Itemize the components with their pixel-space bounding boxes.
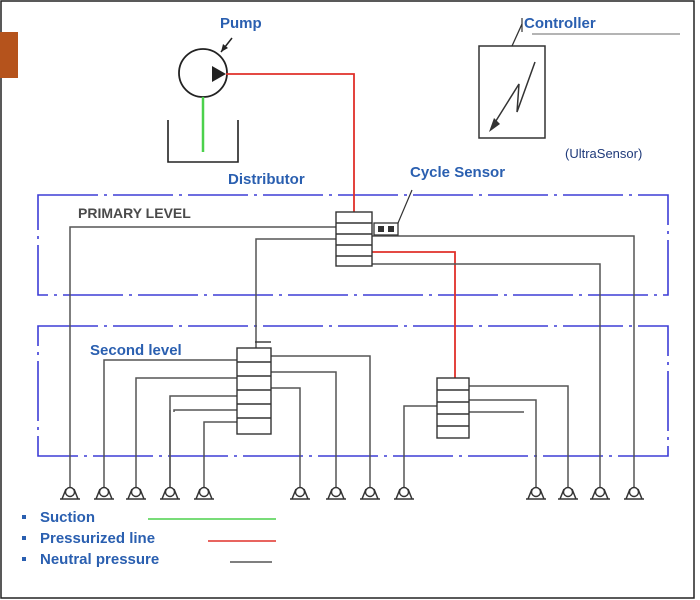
lubrication-point-icon: [558, 486, 578, 500]
legend-label-neutral: Neutral pressure: [40, 551, 159, 568]
neutral-lines: [69, 226, 635, 488]
cycle-sensor-icon: [373, 189, 413, 236]
primary-level-boundary: [37, 194, 669, 296]
pump-label: Pump: [220, 15, 262, 32]
distributor-label: Distributor: [228, 171, 305, 188]
legend-label-suction: Suction: [40, 509, 95, 526]
lubrication-point-icon: [126, 486, 146, 500]
third-distributor: [436, 377, 470, 439]
lubrication-point-icon: [526, 486, 546, 500]
lubrication-point-icon: [590, 486, 610, 500]
legend-label-pressurized: Pressurized line: [40, 530, 155, 547]
lubrication-point-icon: [60, 486, 80, 500]
accent-tab: [0, 32, 18, 78]
legend-bullet-neutral: [22, 557, 26, 561]
primary-level-label: PRIMARY LEVEL: [78, 205, 191, 221]
lubrication-points: [60, 486, 644, 500]
second-level-label: Second level: [90, 342, 182, 359]
pressurized-line-secondary: [372, 251, 456, 378]
lubrication-point-icon: [94, 486, 114, 500]
legend: Suction Pressurized line Neutral pressur…: [22, 509, 276, 568]
legend-bullet-pressurized: [22, 536, 26, 540]
lubrication-point-icon: [290, 486, 310, 500]
controller-icon: [478, 18, 680, 139]
pump-icon: [178, 37, 233, 98]
pressurized-line-main: [226, 73, 355, 215]
second-level-boundary: [37, 325, 669, 457]
second-level-distributor: [236, 341, 272, 435]
lubrication-point-icon: [624, 486, 644, 500]
ultrasensor-label: (UltraSensor): [565, 146, 642, 161]
reservoir-icon: [167, 120, 239, 163]
cycle-sensor-label: Cycle Sensor: [410, 164, 505, 181]
primary-distributor: [335, 211, 373, 267]
lubrication-point-icon: [194, 486, 214, 500]
lubrication-point-icon: [360, 486, 380, 500]
lubrication-point-icon: [394, 486, 414, 500]
controller-label: Controller: [524, 15, 596, 32]
legend-bullet-suction: [22, 515, 26, 519]
lubrication-point-icon: [326, 486, 346, 500]
lubrication-point-icon: [160, 486, 180, 500]
